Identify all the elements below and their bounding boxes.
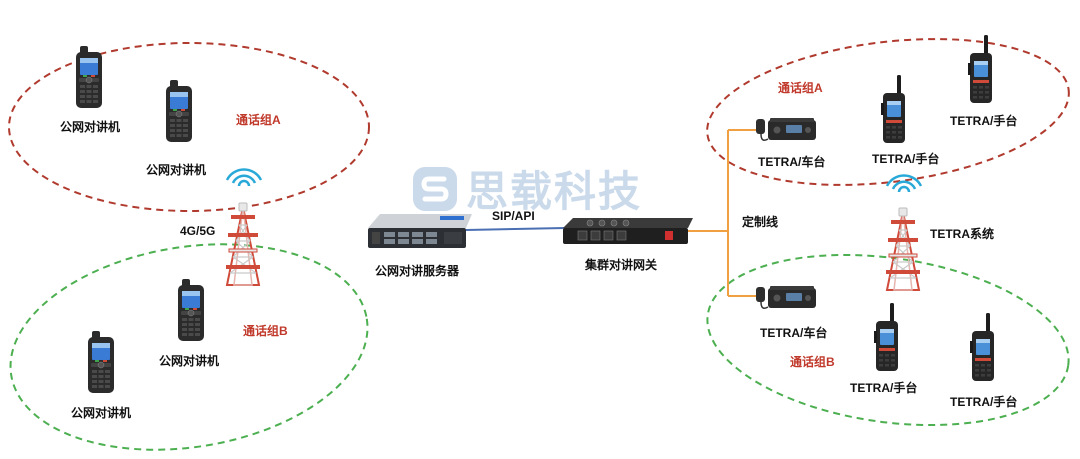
- handheld-radio-icon: [881, 75, 905, 143]
- sip-api-link: [465, 227, 566, 231]
- vehicle-radio-label-a: TETRA/车台: [758, 155, 826, 169]
- phone-label-4: 公网对讲机: [71, 406, 132, 420]
- group-b-label-right: 通话组B: [790, 355, 835, 369]
- rugged-phone-icon: [75, 45, 103, 109]
- phone-label-3: 公网对讲机: [159, 354, 220, 368]
- handheld-radio-icon: [968, 35, 992, 103]
- rack-server-icon: [368, 214, 472, 248]
- network-label: 4G/5G: [180, 224, 216, 238]
- left-group-b-ring: [9, 243, 369, 451]
- rugged-phone-icon: [165, 79, 193, 143]
- mobile-radio-icon: [755, 117, 817, 141]
- handheld-label-a2: TETRA/手台: [950, 114, 1018, 128]
- server-label: 公网对讲服务器: [375, 264, 460, 278]
- group-b-label-left: 通话组B: [243, 324, 288, 338]
- signal-waves-icon: [225, 168, 263, 188]
- right-group-a-ring: [706, 38, 1070, 186]
- watermark-text: 思载科技: [466, 167, 643, 216]
- gateway-label: 集群对讲网关: [585, 258, 658, 272]
- left-group-a-ring: [8, 42, 370, 212]
- dedicated-line-label: 定制线: [742, 215, 779, 229]
- watermark: 思载科技: [412, 158, 642, 219]
- group-a-label-right: 通话组A: [778, 81, 823, 95]
- handheld-radio-icon: [970, 313, 994, 381]
- signal-waves-icon: [885, 174, 923, 194]
- handheld-label-a1: TETRA/手台: [872, 152, 940, 166]
- mobile-radio-icon: [755, 285, 817, 309]
- phone-label-1: 公网对讲机: [60, 120, 121, 134]
- cell-tower-icon: [885, 207, 921, 291]
- handheld-label-b1: TETRA/手台: [850, 381, 918, 395]
- vehicle-radio-label-b: TETRA/车台: [760, 326, 828, 340]
- rugged-phone-icon: [87, 330, 115, 394]
- rugged-phone-icon: [177, 278, 205, 342]
- handheld-label-b2: TETRA/手台: [950, 395, 1018, 409]
- phone-label-2: 公网对讲机: [146, 163, 207, 177]
- group-a-label-left: 通话组A: [236, 113, 281, 127]
- link-label: SIP/API: [492, 209, 535, 223]
- cell-tower-icon: [225, 202, 261, 286]
- watermark-logo-icon: [413, 166, 457, 211]
- right-group-b-ring: [706, 253, 1070, 427]
- tetra-system-label: TETRA系统: [930, 227, 994, 241]
- gateway-device-icon: [563, 218, 693, 244]
- handheld-radio-icon: [874, 303, 898, 371]
